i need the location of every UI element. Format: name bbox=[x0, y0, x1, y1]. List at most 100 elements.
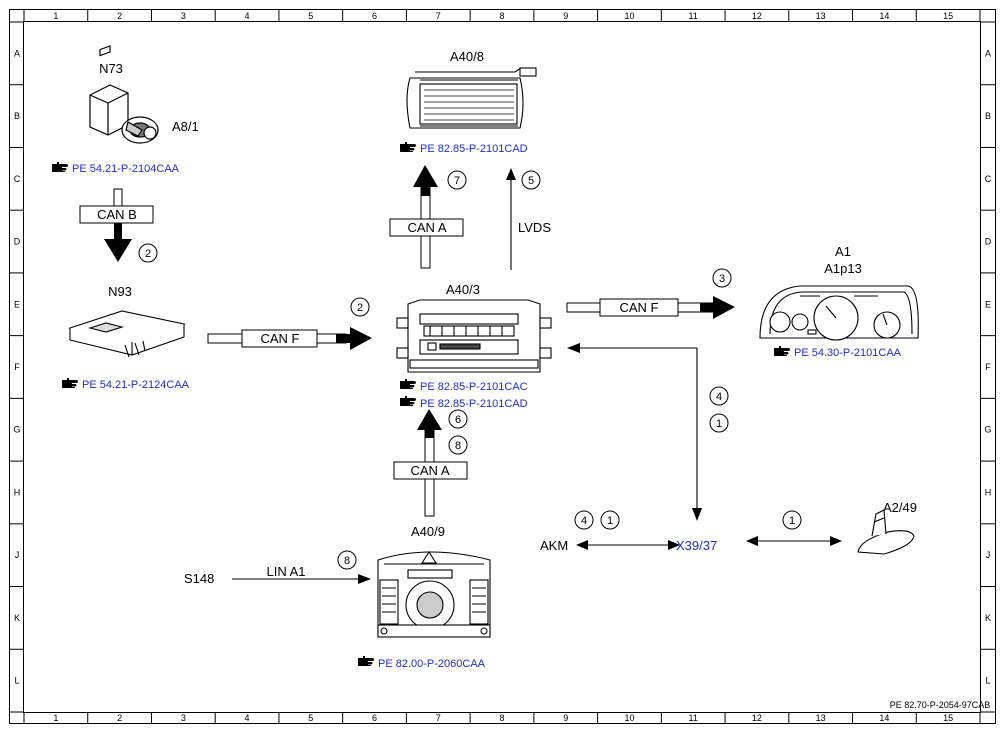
can-a-bottom-label: CAN A bbox=[410, 463, 449, 478]
grid-col-label-bottom: 6 bbox=[372, 713, 377, 723]
a1-label: A1 bbox=[835, 244, 851, 259]
marker-can-a-top: 7 bbox=[447, 170, 467, 190]
svg-text:1: 1 bbox=[789, 515, 795, 527]
grid-col-label-bottom: 5 bbox=[308, 713, 313, 723]
bus-can-b: CAN B bbox=[79, 188, 154, 262]
svg-text:4: 4 bbox=[581, 515, 587, 527]
grid-row-label-left: D bbox=[14, 237, 21, 247]
grid-row-label-left: L bbox=[14, 676, 19, 686]
x39-37-label[interactable]: X39/37 bbox=[676, 538, 717, 553]
pointing-hand-icon bbox=[400, 142, 416, 152]
grid-col-label-top: 14 bbox=[879, 11, 889, 21]
marker-can-b: 2 bbox=[138, 243, 158, 263]
grid-col-label-bottom: 7 bbox=[436, 713, 441, 723]
svg-text:3: 3 bbox=[719, 273, 725, 285]
svg-text:1: 1 bbox=[716, 418, 722, 430]
a40-9-ref-text[interactable]: PE 82.00-P-2060CAA bbox=[378, 658, 486, 670]
component-a40-9[interactable]: A40/9 PE 82.00-P-2060CAA bbox=[358, 524, 491, 670]
marker-akm-b: 1 bbox=[600, 510, 620, 530]
grid-row-label-left: H bbox=[14, 487, 21, 497]
svg-text:4: 4 bbox=[716, 391, 722, 403]
grid-row-label-left: E bbox=[14, 299, 20, 309]
grid-col-label-top: 10 bbox=[624, 11, 634, 21]
grid-col-label-bottom: 15 bbox=[943, 713, 953, 723]
grid-row-label-right: H bbox=[985, 487, 992, 497]
instrument-cluster-image bbox=[759, 285, 919, 341]
grid-row-label-left: F bbox=[14, 362, 20, 372]
svg-text:8: 8 bbox=[455, 440, 461, 452]
grid-col-label-bottom: 10 bbox=[624, 713, 634, 723]
grid-col-label-top: 12 bbox=[752, 11, 762, 21]
component-n93[interactable]: N93 PE 54.21-P-2124CAA bbox=[62, 284, 190, 391]
a8-1-label: A8/1 bbox=[172, 119, 199, 134]
component-a2-49[interactable]: A2/49 bbox=[857, 500, 917, 555]
grid-col-label-bottom: 11 bbox=[689, 713, 698, 723]
svg-text:6: 6 bbox=[455, 414, 461, 426]
can-a-top-label: CAN A bbox=[407, 220, 446, 235]
doc-code: PE 82.70-P-2054-97CAB bbox=[890, 700, 991, 710]
display-unit-image bbox=[406, 66, 537, 129]
a40-3-label: A40/3 bbox=[446, 282, 480, 297]
marker-x39-a: 4 bbox=[709, 386, 729, 406]
n73-ref[interactable]: PE 54.21-P-2104CAA bbox=[52, 162, 180, 175]
grid-col-label-top: 1 bbox=[53, 11, 58, 21]
grid-col-label-top: 13 bbox=[816, 11, 826, 21]
svg-text:7: 7 bbox=[454, 175, 460, 187]
grid-col-label-bottom: 12 bbox=[752, 713, 762, 723]
component-a40-3[interactable]: A40/3 PE 82.85-P-2101CAC PE 82.85-P-2101… bbox=[396, 282, 552, 410]
pointing-hand-icon bbox=[62, 378, 78, 388]
grid-col-label-bottom: 13 bbox=[816, 713, 826, 723]
n93-ref[interactable]: PE 54.21-P-2124CAA bbox=[62, 378, 190, 391]
a1-ref[interactable]: PE 54.30-P-2101CAA bbox=[774, 346, 902, 359]
svg-text:2: 2 bbox=[357, 302, 363, 314]
marker-akm-a: 4 bbox=[574, 510, 594, 530]
a40-3-ref1-text[interactable]: PE 82.85-P-2101CAC bbox=[420, 381, 528, 393]
grid-col-label-top: 11 bbox=[689, 11, 698, 21]
component-a1[interactable]: A1 A1p13 PE 54.30-P-2101CAA bbox=[759, 244, 919, 359]
component-a40-8[interactable]: A40/8 PE 82.85-P-2101CAD bbox=[400, 49, 537, 155]
a1-ref-text[interactable]: PE 54.30-P-2101CAA bbox=[794, 347, 902, 359]
grid-col-label-bottom: 2 bbox=[117, 713, 122, 723]
a40-3-ref2[interactable]: PE 82.85-P-2101CAD bbox=[400, 396, 528, 410]
can-f-left-label: CAN F bbox=[261, 331, 300, 346]
grid-col-label-bottom: 1 bbox=[53, 713, 58, 723]
grid-col-label-bottom: 14 bbox=[879, 713, 889, 723]
a40-3-ref1[interactable]: PE 82.85-P-2101CAC bbox=[400, 379, 528, 393]
bus-lin-a1: S148 LIN A1 bbox=[184, 564, 371, 586]
lvds-label: LVDS bbox=[518, 220, 551, 235]
link-akm-x39: AKM bbox=[540, 538, 680, 553]
pointing-hand-icon bbox=[774, 346, 790, 356]
grid-row-label-left: G bbox=[13, 425, 20, 435]
grid-row-label-left: B bbox=[14, 111, 20, 121]
grid-row-label-right: B bbox=[985, 111, 991, 121]
a40-3-ref2-text[interactable]: PE 82.85-P-2101CAD bbox=[420, 398, 528, 410]
svg-text:1: 1 bbox=[607, 515, 613, 527]
drawing-frame bbox=[9, 9, 996, 724]
a40-8-ref-text[interactable]: PE 82.85-P-2101CAD bbox=[420, 143, 528, 155]
n73-ref-text[interactable]: PE 54.21-P-2104CAA bbox=[72, 163, 180, 175]
a1p13-label: A1p13 bbox=[824, 261, 862, 276]
grid-column-ticks: 1122334455667788991010111112121313141415… bbox=[23, 10, 981, 723]
grid-row-label-left: K bbox=[14, 613, 20, 623]
grid-row-label-right: C bbox=[985, 174, 992, 184]
grid-row-label-right: K bbox=[985, 613, 991, 623]
switch-panel-image bbox=[377, 550, 491, 638]
n93-ref-text[interactable]: PE 54.21-P-2124CAA bbox=[82, 379, 190, 391]
bus-can-a-bottom: CAN A bbox=[393, 409, 468, 517]
grid-row-label-left: J bbox=[15, 550, 20, 560]
component-n73[interactable]: N73 A8/1 PE 54.21-P-2104CAA bbox=[52, 45, 199, 175]
n73-label: N73 bbox=[99, 61, 123, 76]
link-x39-a2 bbox=[746, 536, 842, 546]
marker-a2: 1 bbox=[782, 510, 802, 530]
svg-text:2: 2 bbox=[145, 248, 151, 260]
grid-col-label-top: 2 bbox=[117, 11, 122, 21]
grid-col-label-bottom: 4 bbox=[245, 713, 250, 723]
a40-8-ref[interactable]: PE 82.85-P-2101CAD bbox=[400, 142, 528, 155]
grid-row-label-left: C bbox=[14, 174, 21, 184]
grid-col-label-top: 8 bbox=[499, 11, 504, 21]
bus-can-f-right: CAN F bbox=[566, 296, 735, 319]
bus-can-a-top: CAN A bbox=[389, 165, 464, 269]
a40-9-ref[interactable]: PE 82.00-P-2060CAA bbox=[358, 656, 486, 670]
